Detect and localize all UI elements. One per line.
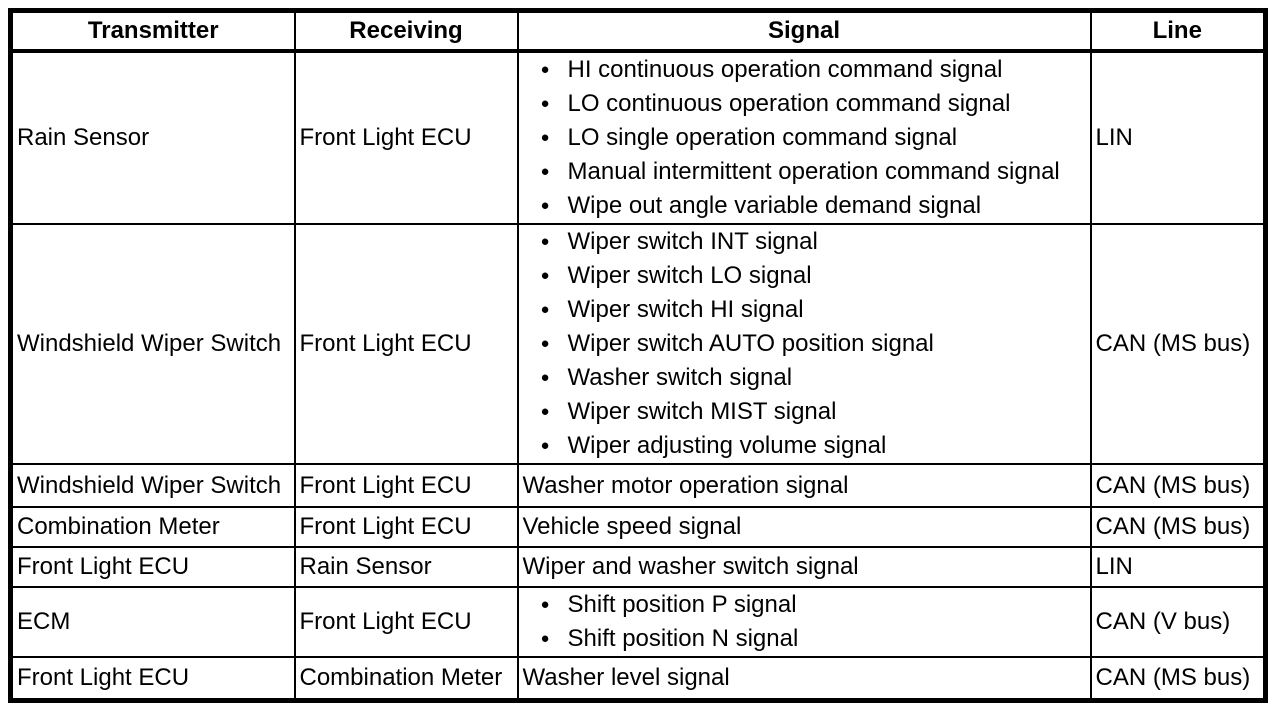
signal-list-item: ● Wiper switch INT signal bbox=[523, 226, 1088, 259]
signal-list: ● Wiper switch INT signal ● Wiper switch LO… bbox=[523, 226, 1088, 462]
bullet-icon: ● bbox=[540, 163, 550, 180]
bullet-icon: ● bbox=[540, 369, 550, 386]
signal-list-item: ● Shift position N signal bbox=[523, 622, 1088, 655]
signal-text: Wiper switch LO signal bbox=[567, 262, 812, 289]
header-transmitter: Transmitter bbox=[9, 9, 296, 53]
transmitter-cell: Windshield Wiper Switch bbox=[9, 463, 296, 508]
receiving-cell: Front Light ECU bbox=[293, 463, 519, 508]
signal-list-item: ● Wiper switch HI signal bbox=[523, 293, 1088, 327]
signal-list-item: ● Washer switch signal bbox=[523, 361, 1088, 395]
line-cell: LIN bbox=[1089, 50, 1267, 225]
signal-cell: ● Shift position P signal ● Shift position … bbox=[516, 586, 1092, 658]
receiving-cell: Front Light ECU bbox=[293, 50, 519, 225]
receiving-cell: Front Light ECU bbox=[293, 223, 519, 465]
receiving-cell: Rain Sensor bbox=[293, 546, 519, 588]
signal-table: Transmitter Receiving Signal Line Rain S… bbox=[8, 8, 1268, 703]
signal-text: Wipe out angle variable demand signal bbox=[567, 192, 982, 219]
transmitter-cell: Combination Meter bbox=[9, 506, 296, 548]
signal-text: Washer switch signal bbox=[567, 364, 793, 391]
signal-list-item: ● Wipe out angle variable demand signal bbox=[523, 189, 1088, 222]
bullet-icon: ● bbox=[540, 596, 550, 613]
line-cell: CAN (MS bus) bbox=[1089, 463, 1267, 508]
receiving-cell: Front Light ECU bbox=[293, 506, 519, 548]
signal-list-item: ● LO single operation command signal bbox=[523, 121, 1088, 155]
signal-text: Shift position N signal bbox=[567, 625, 799, 652]
signal-text: Wiper switch HI signal bbox=[567, 296, 804, 323]
bullet-icon: ● bbox=[540, 233, 550, 250]
header-row: Transmitter Receiving Signal Line bbox=[9, 9, 1267, 53]
bullet-icon: ● bbox=[540, 335, 550, 352]
signal-cell: Wiper and washer switch signal bbox=[516, 546, 1092, 588]
line-cell: CAN (MS bus) bbox=[1089, 506, 1267, 548]
signal-cell: ●HI continuous operation command signal●… bbox=[516, 50, 1092, 225]
bullet-icon: ● bbox=[540, 95, 550, 112]
signal-text: Shift position P signal bbox=[567, 591, 797, 618]
transmitter-cell: ECM bbox=[9, 586, 296, 658]
header-receiving: Receiving bbox=[293, 9, 519, 53]
signal-cell: Washer level signal bbox=[516, 656, 1092, 701]
signal-text: LO continuous operation command signal bbox=[567, 90, 1011, 117]
bullet-icon: ● bbox=[540, 403, 550, 420]
bullet-icon: ● bbox=[540, 129, 550, 146]
line-cell: CAN (MS bus) bbox=[1089, 223, 1267, 465]
signal-text: Vehicle speed signal bbox=[522, 513, 742, 540]
table-header: Transmitter Receiving Signal Line bbox=[9, 9, 1267, 53]
signal-text: Wiper and washer switch signal bbox=[522, 553, 859, 580]
receiving-cell: Front Light ECU bbox=[293, 586, 519, 658]
signal-cell: Washer motor operation signal bbox=[516, 463, 1092, 508]
signal-list-item: ● Shift position P signal bbox=[523, 589, 1088, 622]
signal-list-item: ● LO continuous operation command signal bbox=[523, 87, 1088, 121]
line-cell: CAN (MS bus) bbox=[1089, 656, 1267, 701]
signal-text: Wiper switch MIST signal bbox=[567, 398, 837, 425]
signal-list-item: ● HI continuous operation command signal bbox=[523, 53, 1088, 87]
signal-text: Wiper adjusting volume signal bbox=[567, 432, 887, 459]
signal-list-item: ● Wiper switch MIST signal bbox=[523, 395, 1088, 429]
signal-list: ●HI continuous operation command signal●… bbox=[523, 53, 1088, 222]
signal-text: LO single operation command signal bbox=[567, 124, 958, 151]
signal-list-item: ● Wiper switch AUTO position signal bbox=[523, 327, 1088, 361]
signal-list-item: ● Wiper adjusting volume signal bbox=[523, 429, 1088, 462]
header-signal: Signal bbox=[516, 9, 1092, 53]
receiving-cell: Combination Meter bbox=[293, 656, 519, 701]
header-line: Line bbox=[1089, 9, 1267, 53]
transmitter-cell: Front Light ECU bbox=[9, 656, 296, 701]
signal-cell: ● Wiper switch INT signal ● Wiper switch LO… bbox=[516, 223, 1092, 465]
transmitter-cell: Windshield Wiper Switch bbox=[9, 223, 296, 465]
transmitter-cell: Front Light ECU bbox=[9, 546, 296, 588]
signal-text: Washer motor operation signal bbox=[522, 471, 849, 499]
signal-cell: Vehicle speed signal bbox=[516, 506, 1092, 548]
bullet-icon: ● bbox=[540, 301, 550, 318]
bullet-icon: ● bbox=[540, 630, 550, 647]
signal-text: HI continuous operation command signal bbox=[567, 56, 1003, 83]
bullet-icon: ● bbox=[540, 437, 550, 454]
signal-text: Washer level signal bbox=[522, 663, 730, 691]
signal-text: Wiper switch INT signal bbox=[567, 228, 818, 255]
signal-list-item: ● Wiper switch LO signal bbox=[523, 259, 1088, 293]
signal-text: Manual intermittent operation command si… bbox=[567, 158, 1060, 185]
bullet-icon: ● bbox=[540, 197, 550, 214]
line-cell: CAN (V bus) bbox=[1089, 586, 1267, 658]
bullet-icon: ● bbox=[540, 267, 550, 284]
signal-list-item: ● Manual intermittent operation command s… bbox=[523, 155, 1088, 189]
signal-text: Wiper switch AUTO position signal bbox=[567, 330, 934, 357]
signal-list: ● Shift position P signal ● Shift position … bbox=[523, 589, 1088, 655]
bullet-icon: ● bbox=[540, 61, 550, 78]
line-cell: LIN bbox=[1089, 546, 1267, 588]
transmitter-cell: Rain Sensor bbox=[9, 50, 296, 225]
